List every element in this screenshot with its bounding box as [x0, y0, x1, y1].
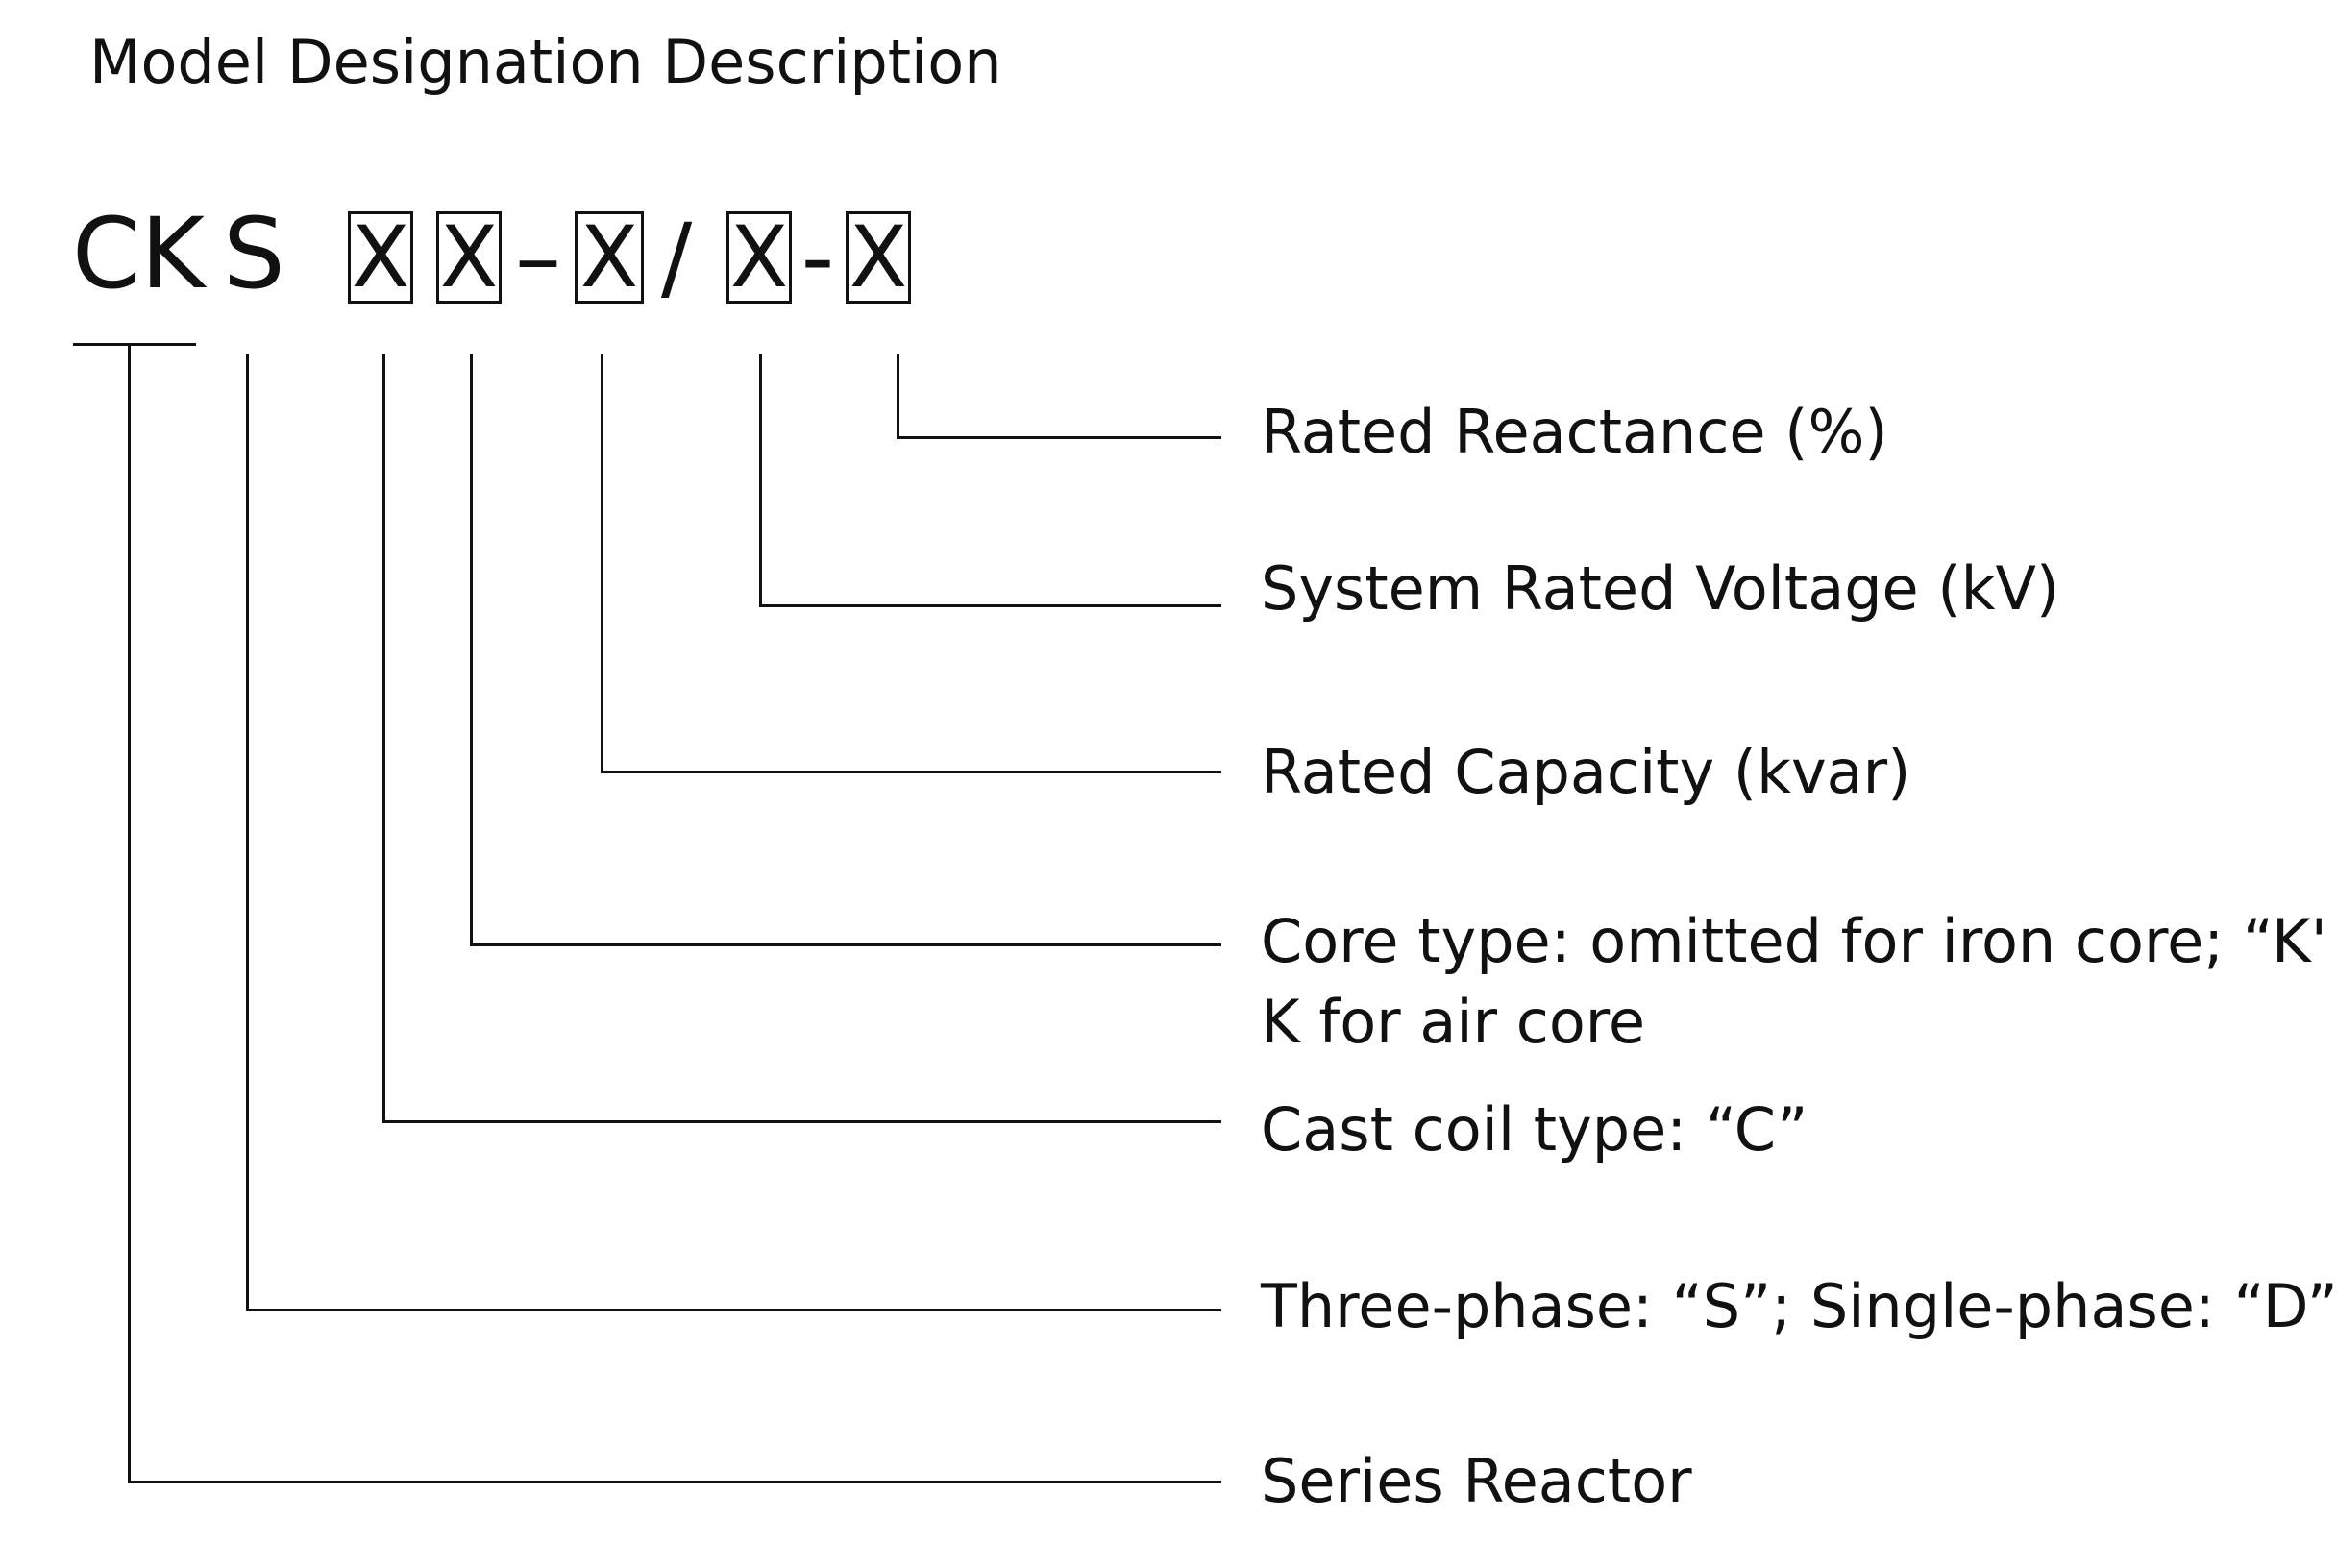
desc-core-type-line1: Core type: omitted for iron core; “K' [1261, 906, 2327, 976]
code-hyphen: - [800, 204, 835, 311]
diagram-title: Model Designation Description [89, 27, 1002, 97]
leader-line-system-voltage-vertical [759, 354, 762, 607]
leader-line-system-voltage-horizontal [759, 604, 1221, 607]
desc-core-type-line2: K for air core [1261, 987, 1646, 1057]
desc-phase: Three-phase: “S”; Single-phase: “D” [1261, 1271, 2337, 1341]
leader-line-rated-capacity-horizontal [601, 771, 1221, 773]
leader-line-phase-vertical [246, 354, 249, 1311]
ck-underline [73, 343, 196, 346]
code-dash: – [515, 204, 561, 311]
code-box-rated-capacity: X [575, 211, 644, 304]
code-slash: / [660, 204, 693, 311]
code-box-cast-coil: X [348, 211, 413, 304]
leader-line-series-reactor-horizontal [128, 1481, 1221, 1483]
code-prefix-ck: CK [72, 197, 206, 311]
desc-cast-coil-type: Cast coil type: “C” [1261, 1094, 1808, 1164]
leader-line-rated-reactance-vertical [897, 354, 899, 439]
desc-series-reactor: Series Reactor [1261, 1446, 1692, 1516]
code-box-core-type: X [436, 211, 502, 304]
leader-line-core-type-vertical [470, 354, 473, 946]
leader-line-rated-reactance-horizontal [897, 436, 1221, 439]
code-prefix-s: S [223, 197, 285, 311]
desc-rated-capacity: Rated Capacity (kvar) [1261, 737, 1911, 807]
leader-line-core-type-horizontal [470, 943, 1221, 946]
leader-line-phase-horizontal [246, 1309, 1221, 1311]
leader-line-cast-coil-vertical [382, 354, 385, 1123]
code-box-rated-reactance: X [846, 211, 911, 304]
leader-line-rated-capacity-vertical [601, 354, 603, 773]
leader-line-cast-coil-horizontal [382, 1120, 1221, 1123]
desc-rated-reactance: Rated Reactance (%) [1261, 397, 1888, 467]
desc-system-rated-voltage: System Rated Voltage (kV) [1261, 553, 2060, 624]
leader-line-series-reactor-vertical [128, 346, 131, 1483]
code-box-system-voltage: X [726, 211, 792, 304]
